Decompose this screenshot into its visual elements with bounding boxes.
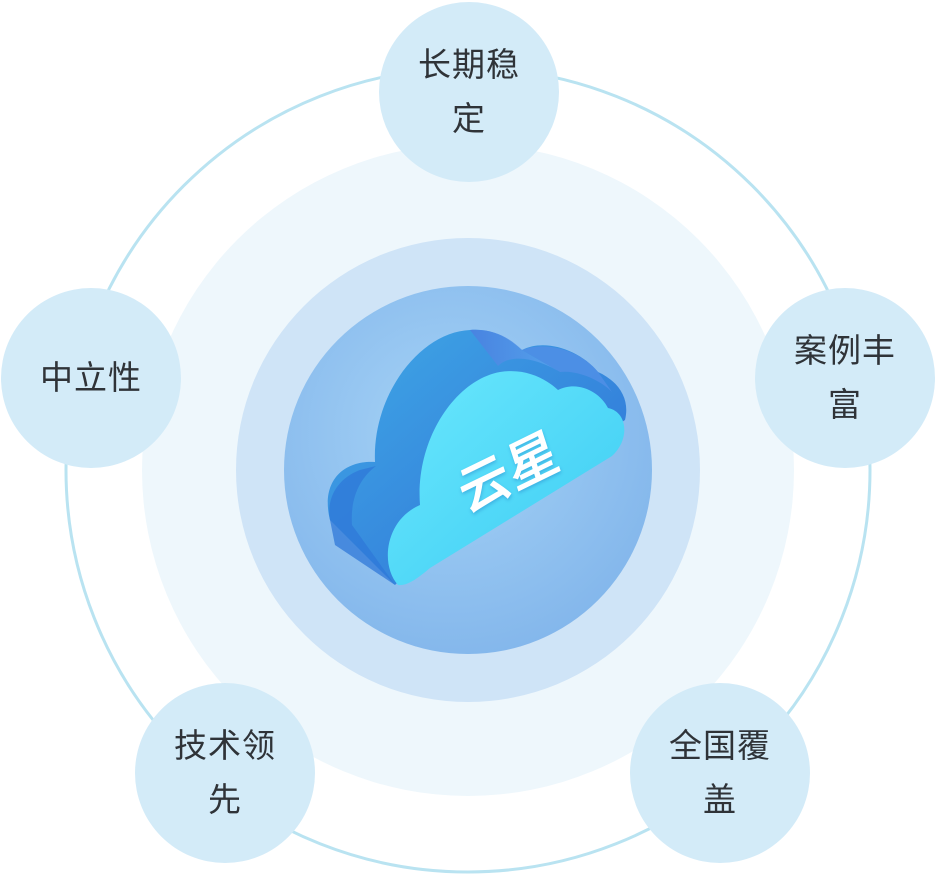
cloud-icon xyxy=(327,329,627,586)
node-top-label: 长期稳定 xyxy=(418,45,520,138)
node-right-label: 案例丰富 xyxy=(794,331,896,424)
node-bottom-left-label: 技术领先 xyxy=(174,726,276,819)
node-top: 长期稳定 xyxy=(379,2,559,182)
node-right: 案例丰富 xyxy=(755,288,935,468)
node-bottom-right-label: 全国覆盖 xyxy=(669,726,771,819)
node-bottom-left: 技术领先 xyxy=(135,683,315,863)
node-left-label: 中立性 xyxy=(40,358,142,397)
node-left: 中立性 xyxy=(1,288,181,468)
node-bottom-right: 全国覆盖 xyxy=(630,683,810,863)
